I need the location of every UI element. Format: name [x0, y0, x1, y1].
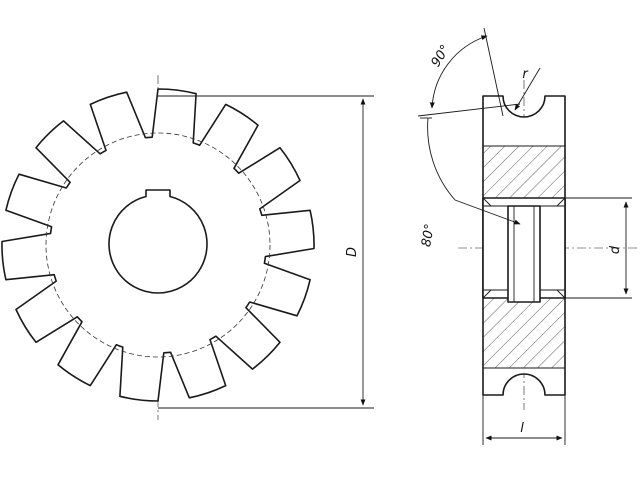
label-width: l — [520, 421, 524, 436]
front-view: D — [1, 75, 374, 420]
hatched-section-lower — [482, 297, 566, 369]
dimension-outer-diameter: D — [158, 95, 374, 409]
dimension-angle-side: 80° — [419, 117, 521, 248]
dimension-radius: r — [514, 67, 541, 111]
label-outer-diameter: D — [345, 247, 360, 257]
label-angle-side: 80° — [419, 223, 438, 248]
dimension-bore-diameter: d — [565, 197, 632, 299]
label-bore-diameter: d — [608, 245, 623, 254]
keyway-section — [507, 205, 541, 303]
label-radius: r — [522, 67, 529, 82]
dimension-width: l — [482, 395, 566, 445]
pitch-circle — [45, 132, 271, 358]
section-view: d l r 90° 80° — [417, 27, 640, 445]
hatched-section-upper — [482, 145, 566, 199]
label-angle-top: 90° — [429, 42, 454, 69]
bore-with-keyway — [108, 189, 208, 294]
